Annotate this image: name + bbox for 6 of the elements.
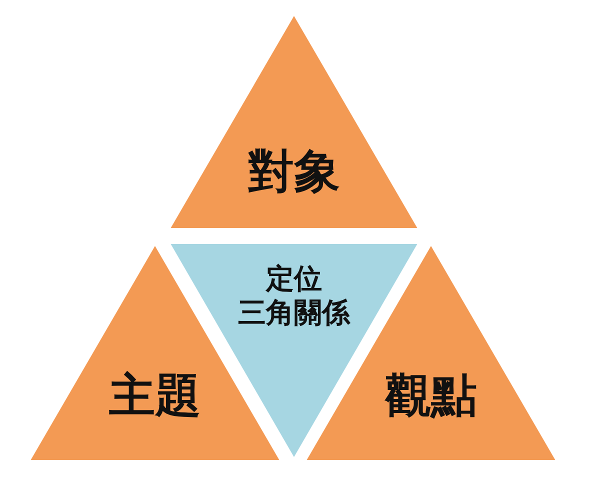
- triangle-label: 三角關係: [238, 295, 350, 331]
- triangle-label: 定位: [266, 261, 322, 297]
- triangle-label: 主題: [109, 367, 201, 424]
- triangle: [168, 13, 420, 230]
- triangle-label: 對象: [248, 143, 340, 200]
- triangle-label: 觀點: [385, 367, 477, 424]
